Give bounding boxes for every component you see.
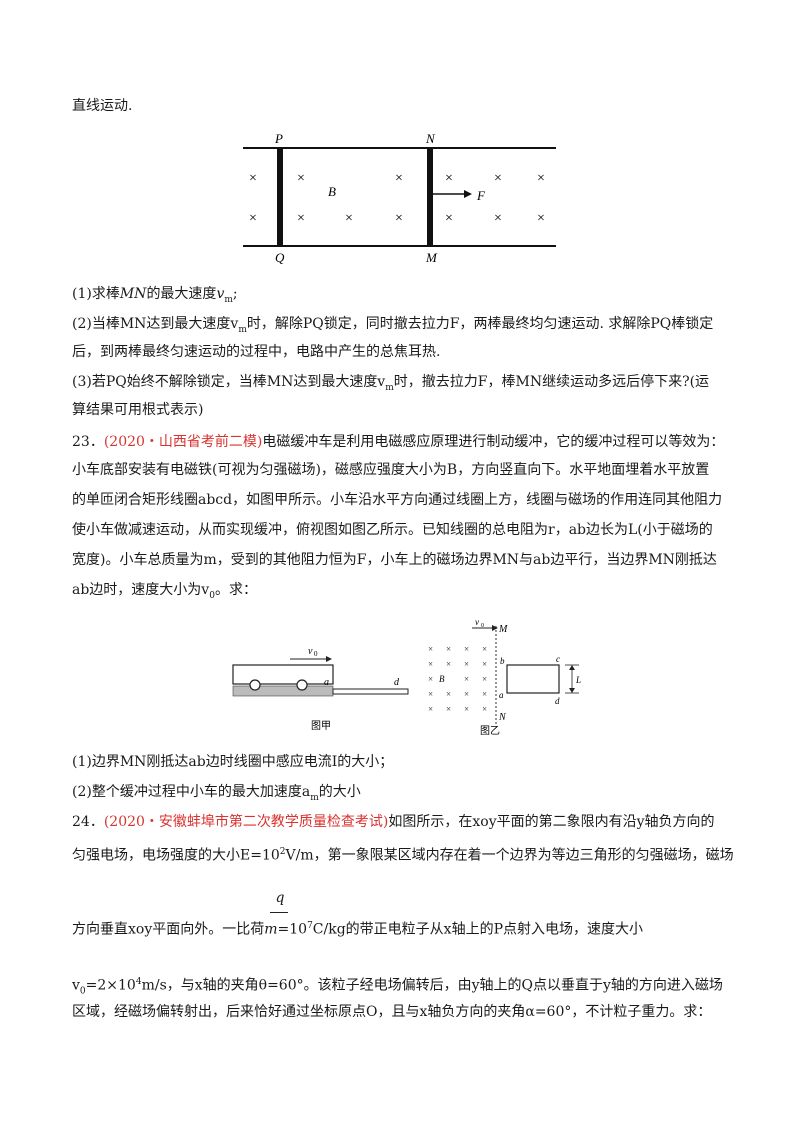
svg-text:×: × (464, 704, 469, 714)
svg-text:×: × (428, 704, 433, 714)
svg-text:×: × (482, 704, 487, 714)
svg-text:×: × (464, 674, 469, 684)
caption-yi: 图乙 (480, 725, 500, 737)
label-b: B (328, 184, 336, 199)
top-view-figure: v 0 M N ×××× ×××× ××× ×××× ×××× B b c a … (428, 618, 581, 737)
text-line: 方向垂直xoy平面向外。一比荷m=107C/kg的带正电粒子从x轴上的P点射入电… (72, 921, 643, 938)
text-line: 的单匝闭合矩形线圈abcd，如图甲所示。小车沿水平方向通过线圈上方，线圈与磁场的… (72, 492, 723, 508)
question-24-header: 24．(2020・安徽蚌埠市第二次教学质量检查考试)如图所示，在xoy平面的第二… (72, 814, 715, 830)
text-line: 直线运动. (72, 96, 132, 116)
text-line: 匀强电场，电场强度的大小E=102V/m，第一象限某区域内存在着一个边界为等边三… (72, 847, 734, 864)
text-line: ab边时，速度大小为v0。求： (72, 582, 257, 601)
svg-text:×: × (464, 659, 469, 669)
question-part-1: (1)边界MN刚抵达ab边时线圈中感应电流I的大小； (72, 754, 394, 770)
svg-text:×: × (464, 644, 469, 654)
svg-text:B: B (439, 674, 445, 684)
text-line: 使小车做减速运动，从而实现缓冲，俯视图如图乙所示。已知线圈的总电阻为r，ab边长… (72, 522, 713, 538)
fraction-bar (270, 912, 288, 913)
svg-text:M: M (498, 624, 508, 635)
question-part-2: (2)整个缓冲过程中小车的最大加速度am的大小 (72, 784, 361, 803)
label-q: Q (275, 250, 285, 265)
svg-text:a: a (499, 690, 504, 700)
svg-text:×: × (445, 211, 453, 226)
svg-text:×: × (482, 689, 487, 699)
svg-text:×: × (345, 211, 353, 226)
svg-text:×: × (494, 171, 502, 186)
svg-text:d: d (394, 677, 400, 688)
svg-text:a: a (324, 677, 329, 688)
svg-text:0: 0 (314, 650, 318, 658)
svg-text:c: c (556, 654, 560, 664)
svg-text:b: b (500, 656, 505, 666)
svg-text:×: × (445, 171, 453, 186)
svg-text:×: × (446, 704, 451, 714)
svg-text:×: × (446, 644, 451, 654)
svg-text:×: × (537, 211, 545, 226)
svg-text:×: × (537, 171, 545, 186)
text-line: 区域，经磁场偏转射出，后来恰好通过坐标原点O，且与x轴负方向的夹角α=60°，不… (72, 1004, 712, 1020)
text-line: 宽度)。小车总质量为m，受到的其他阻力恒为F，小车上的磁场边界MN与ab边平行，… (72, 552, 717, 568)
fraction-numerator: q (275, 890, 285, 906)
field-crosses: × × × × × × × × × × × × × × × × × × × (428, 644, 487, 714)
svg-text:×: × (482, 659, 487, 669)
question-part-1: (1)求棒MN的最大速度vm; (72, 286, 238, 305)
question-23-header: 23．(2020・山西省考前二模)电磁缓冲车是利用电磁感应原理进行制动缓冲，它的… (72, 434, 725, 450)
caption-jia: 图甲 (311, 720, 331, 732)
svg-text:L: L (575, 675, 581, 685)
car-figure: v 0 a d 图甲 (232, 646, 409, 732)
question-source: (2020・山西省考前二模) (103, 434, 263, 450)
svg-text:×: × (482, 674, 487, 684)
question-part-3: (3)若PQ始终不解除锁定，当棒MN达到最大速度vm时，撤去拉力F，棒MN继续运… (72, 374, 710, 393)
svg-text:×: × (249, 211, 257, 226)
svg-text:×: × (395, 171, 403, 186)
svg-text:d: d (555, 696, 560, 706)
svg-text:v: v (475, 618, 479, 627)
svg-text:×: × (297, 211, 305, 226)
rails-rods-figure: P Q N M B F × × × × × × × × × × × × × (243, 131, 556, 265)
svg-text:0: 0 (481, 623, 484, 629)
text-line: 算结果可用根式表示) (72, 402, 204, 418)
rod-mn (427, 148, 433, 246)
svg-text:×: × (428, 674, 433, 684)
text-line: v0=2×104m/s，与x轴的夹角θ=60°。该粒子经电场偏转后，由y轴上的Q… (72, 977, 723, 997)
label-n: N (425, 131, 436, 146)
coil-abcd (506, 664, 560, 694)
svg-text:×: × (464, 689, 469, 699)
svg-text:×: × (446, 689, 451, 699)
car-body (232, 664, 334, 685)
svg-text:×: × (428, 644, 433, 654)
fraction-denominator: m (264, 921, 278, 938)
svg-text:×: × (249, 171, 257, 186)
label-m: M (425, 250, 438, 265)
label-p: P (274, 131, 283, 146)
svg-text:×: × (395, 211, 403, 226)
label-f: F (476, 188, 486, 203)
question-part-2: (2)当棒MN达到最大速度vm时，解除PQ锁定，同时撤去拉力F，两棒最终均匀速运… (72, 316, 714, 335)
rod-pq (277, 148, 283, 246)
svg-text:×: × (297, 171, 305, 186)
text-line: 后，到两棒最终匀速运动的过程中，电路中产生的总焦耳热. (72, 344, 441, 360)
svg-text:×: × (446, 659, 451, 669)
svg-text:v: v (308, 646, 313, 657)
svg-text:×: × (494, 211, 502, 226)
svg-text:N: N (498, 712, 507, 723)
svg-text:×: × (428, 689, 433, 699)
field-crosses: × × × × × × × × × × × × × (249, 171, 545, 226)
svg-text:×: × (428, 659, 433, 669)
question-source: (2020・安徽蚌埠市第二次教学质量检查考试) (103, 814, 389, 830)
text-line: 小车底部安装有电磁铁(可视为匀强磁场)，磁感应强度大小为B，方向竖直向下。水平地… (72, 462, 710, 478)
svg-text:×: × (482, 644, 487, 654)
continued-text: 直线运动. (72, 98, 133, 114)
